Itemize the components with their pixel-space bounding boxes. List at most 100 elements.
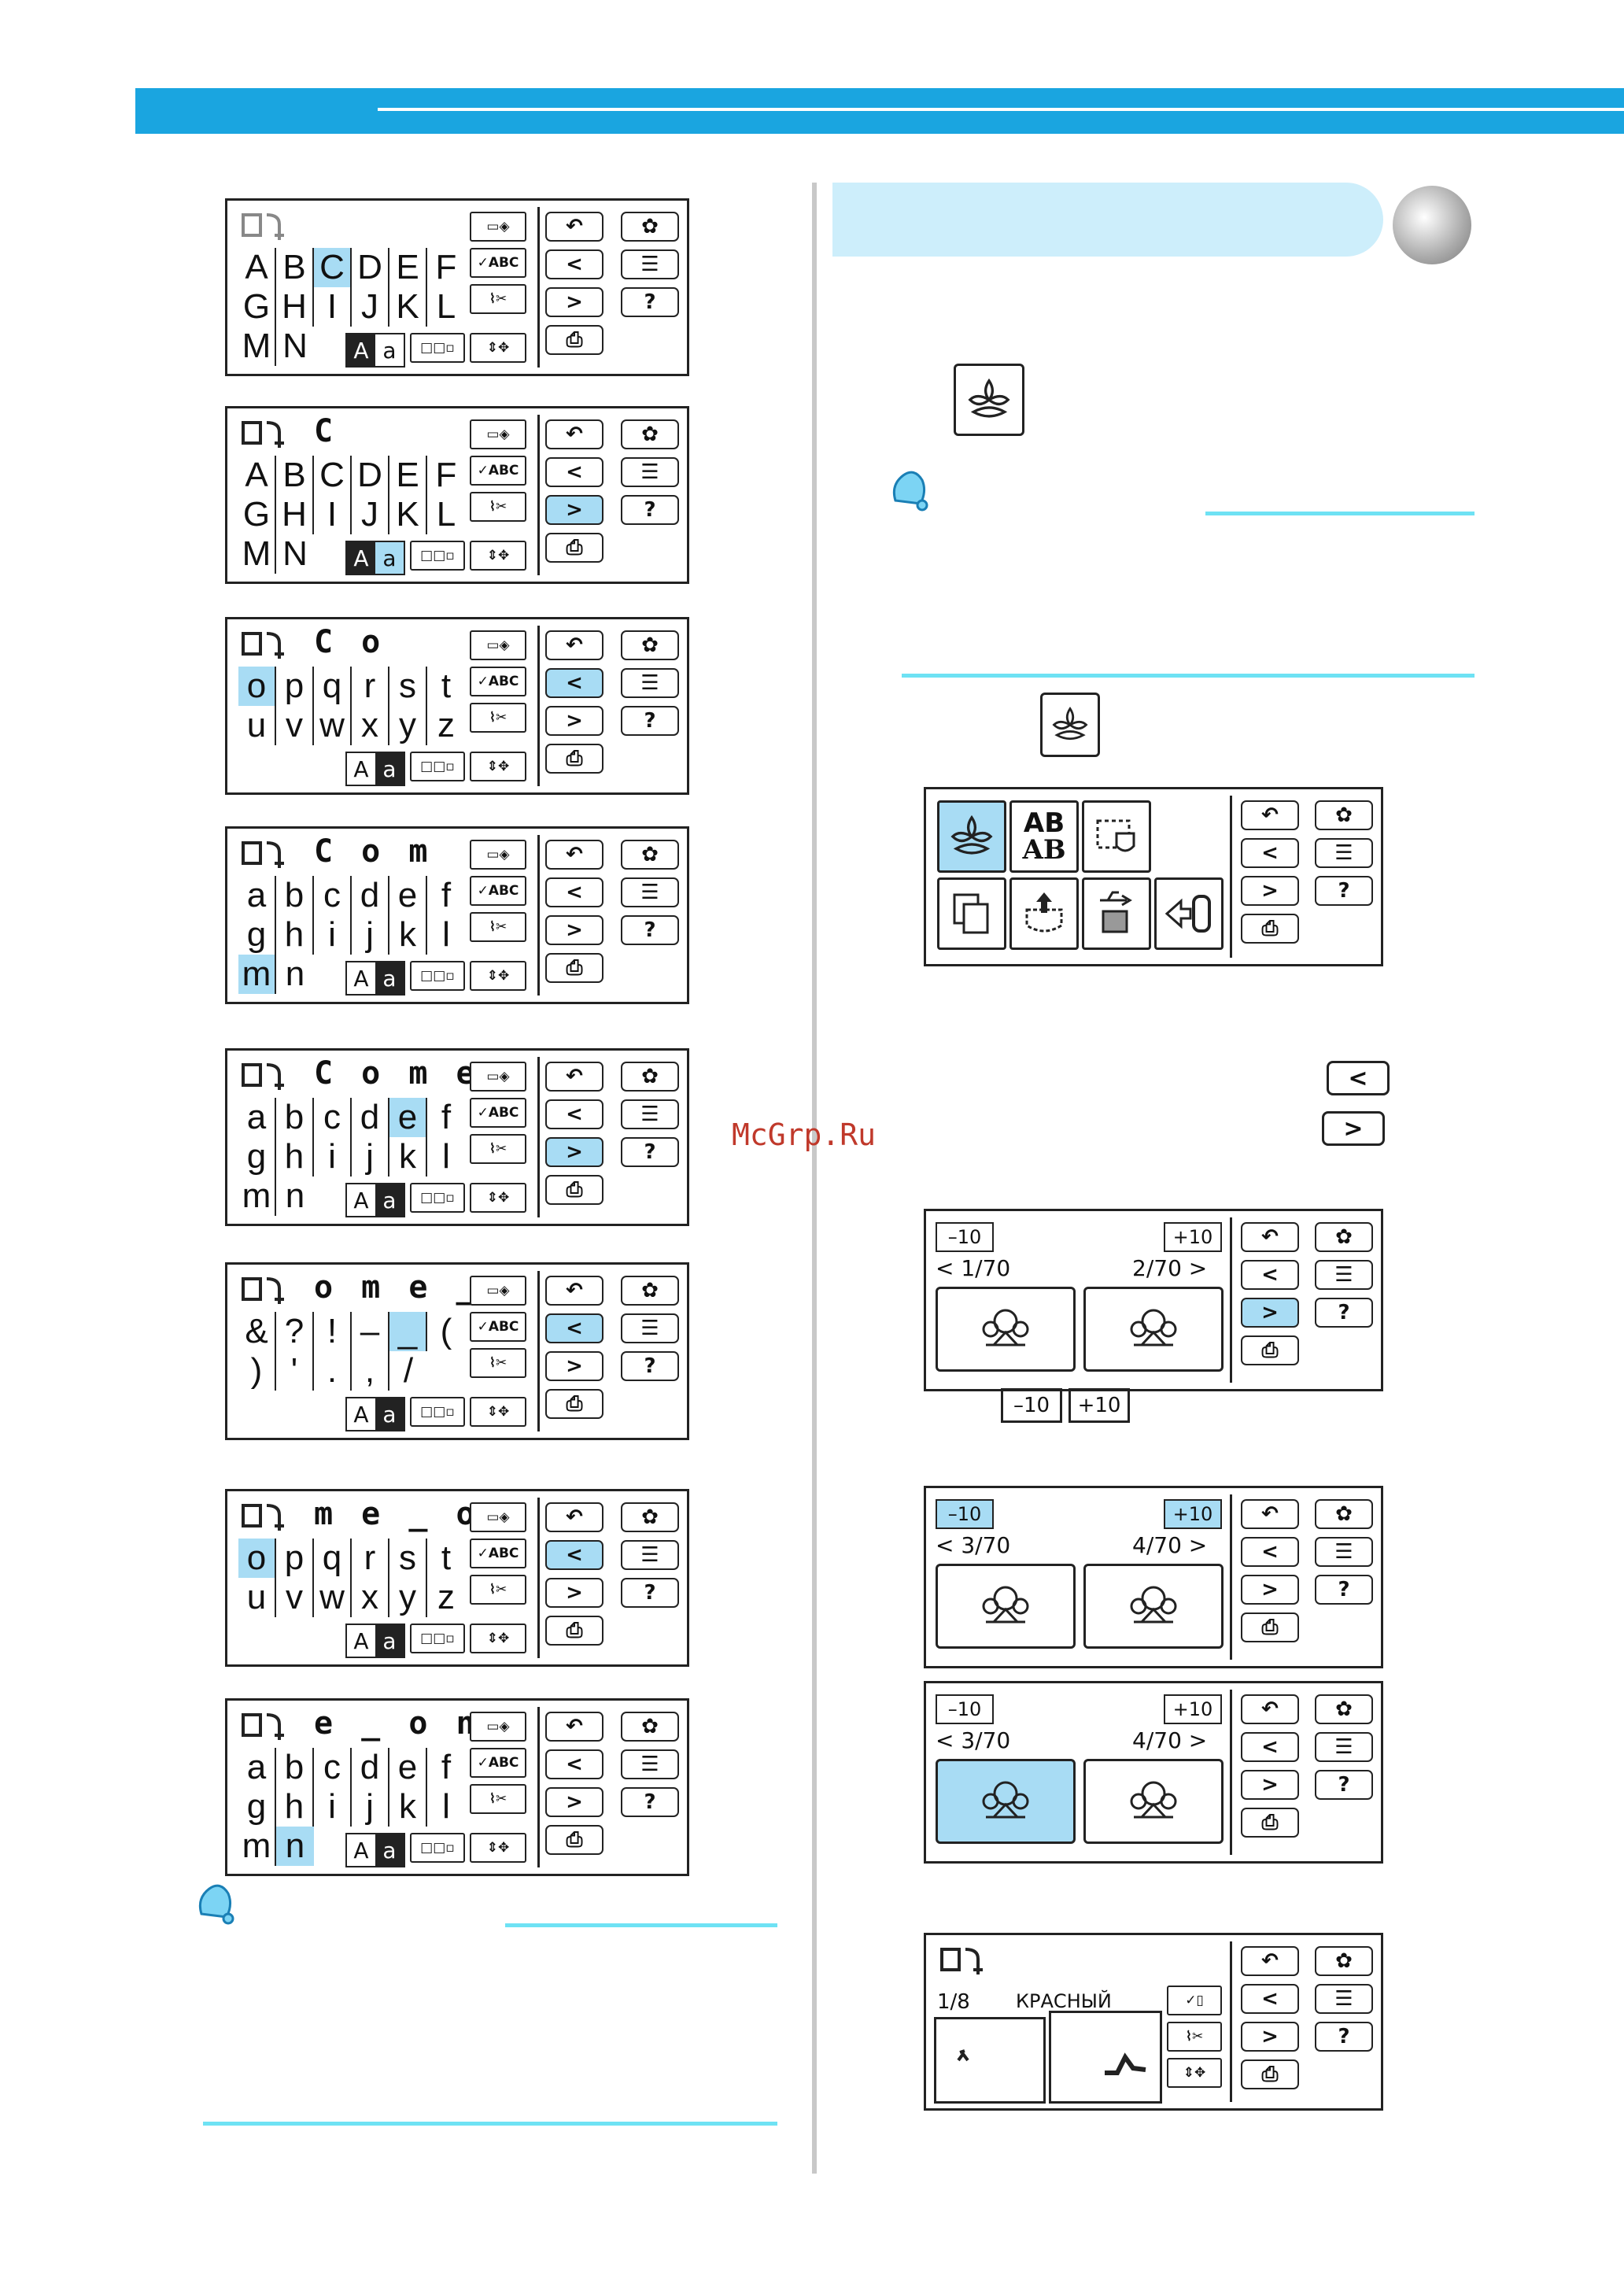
key-0-3[interactable]: d [352,876,389,915]
key-1-5[interactable]: l [442,1137,450,1176]
key-0-3[interactable]: D [352,456,389,495]
set-button[interactable]: ⎙ [1241,1808,1299,1838]
back-button[interactable]: ↶ [1241,1946,1299,1976]
key-0-1[interactable]: B [276,456,314,495]
back-button[interactable]: ↶ [1241,1499,1299,1529]
key-0-3[interactable]: d [352,1098,389,1137]
key-2-1[interactable]: N [282,327,308,365]
page-list-button[interactable]: ☰ [621,457,679,487]
font-size-button[interactable]: □□▫ [410,541,465,571]
upper-case-key[interactable]: A [353,755,369,782]
upper-case-key[interactable]: A [347,542,375,574]
key-1-3[interactable]: j [352,1787,389,1827]
font-select-button[interactable]: ▭◈ [470,840,526,870]
help-button[interactable]: ? [621,287,679,317]
key-0-2[interactable]: c [314,1748,352,1787]
key-0-5[interactable]: F [435,248,457,286]
move-button[interactable]: ⇕✥ [470,541,526,571]
key-1-1[interactable]: ' [276,1351,314,1391]
embroidery-preview-button[interactable]: ✿ [621,840,679,870]
font-select-button[interactable]: ▭◈ [470,419,526,449]
page-list-button[interactable]: ☰ [621,1749,679,1779]
check-abc-button[interactable]: ✓ABC [470,667,526,696]
move-button[interactable]: ⇕✥ [470,961,526,991]
font-select-button[interactable]: ▭◈ [470,1502,526,1532]
key-0-0[interactable]: a [238,876,276,915]
font-size-button[interactable]: □□▫ [410,1183,465,1213]
minus10-button[interactable]: –10 [936,1694,994,1724]
page-list-button[interactable]: ☰ [1315,1537,1373,1567]
pocket-memory-button[interactable] [1009,877,1079,950]
page-list-button[interactable]: ☰ [1315,1984,1373,2014]
pattern-thumbnail[interactable] [936,1564,1076,1649]
upper-case-key[interactable]: A [347,334,375,366]
prev-button[interactable]: < [545,1313,603,1343]
key-1-2[interactable]: . [314,1351,352,1391]
page-list-button[interactable]: ☰ [621,668,679,698]
embroidery-preview-button[interactable]: ✿ [621,212,679,242]
move-button[interactable]: ⇕✥ [470,333,526,363]
key-1-2[interactable]: w [314,706,352,745]
key-1-3[interactable]: J [352,287,389,327]
pattern-thumbnail[interactable] [1083,1287,1224,1372]
pattern-thumbnail[interactable] [1083,1759,1224,1844]
embroidery-preview-button[interactable]: ✿ [621,630,679,660]
upper-case-key[interactable]: A [353,965,369,992]
embroidery-preview-button[interactable]: ✿ [1315,1694,1373,1724]
next-button[interactable]: > [545,1137,603,1167]
check-abc-button[interactable]: ✓ABC [470,876,526,906]
page-list-button[interactable]: ☰ [1315,838,1373,868]
set-button[interactable]: ⎙ [1241,914,1299,944]
stitch-cut-button[interactable]: ⌇✂ [470,492,526,522]
check-abc-button[interactable]: ✓ABC [470,1748,526,1778]
key-1-5[interactable]: z [437,1578,455,1616]
move-button[interactable]: ⇕✥ [470,1833,526,1863]
key-2-1[interactable]: N [282,534,308,573]
thread-check-button[interactable]: ✓▯ [1167,1986,1222,2015]
key-2-0[interactable]: M [238,327,276,366]
key-1-4[interactable]: K [389,495,427,534]
key-1-2[interactable]: i [314,1787,352,1827]
help-button[interactable]: ? [621,495,679,525]
plus10-button[interactable]: +10 [1164,1694,1222,1724]
embroidery-preview-button[interactable]: ✿ [1315,1222,1373,1252]
back-button[interactable]: ↶ [545,1062,603,1092]
key-1-2[interactable]: w [314,1578,352,1617]
key-1-0[interactable]: g [238,915,276,955]
key-0-2[interactable]: C [314,248,352,287]
key-0-1[interactable]: ? [276,1312,314,1351]
prev-button[interactable]: < [545,249,603,279]
key-0-5[interactable]: f [441,1748,452,1786]
key-0-0[interactable]: a [238,1748,276,1787]
set-button[interactable]: ⎙ [545,1175,603,1205]
key-0-2[interactable]: C [314,456,352,495]
key-1-0[interactable]: g [238,1787,276,1827]
back-button[interactable]: ↶ [1241,800,1299,830]
key-2-0[interactable]: M [238,534,276,574]
pattern-thumbnail[interactable] [936,1287,1076,1372]
prev-button[interactable]: < [545,1540,603,1570]
key-1-4[interactable]: / [403,1351,414,1390]
stitch-cut-button[interactable]: ⌇✂ [470,284,526,314]
key-1-2[interactable]: I [314,287,352,327]
key-1-0[interactable]: ) [238,1351,276,1391]
prev-button[interactable]: < [545,457,603,487]
key-1-3[interactable]: x [352,706,389,745]
page-list-button[interactable]: ☰ [621,1313,679,1343]
key-0-5[interactable]: f [441,876,452,914]
pattern-thumbnail[interactable] [1083,1564,1224,1649]
key-1-0[interactable]: u [238,1578,276,1617]
prev-button[interactable]: < [1241,1984,1299,2014]
help-button[interactable]: ? [1315,876,1373,906]
font-select-button[interactable]: ▭◈ [470,630,526,660]
next-button[interactable]: > [545,1578,603,1608]
font-select-button[interactable]: ▭◈ [470,212,526,242]
set-button[interactable]: ⎙ [545,744,603,774]
key-1-1[interactable]: v [276,1578,314,1617]
check-abc-button[interactable]: ✓ABC [470,1098,526,1128]
